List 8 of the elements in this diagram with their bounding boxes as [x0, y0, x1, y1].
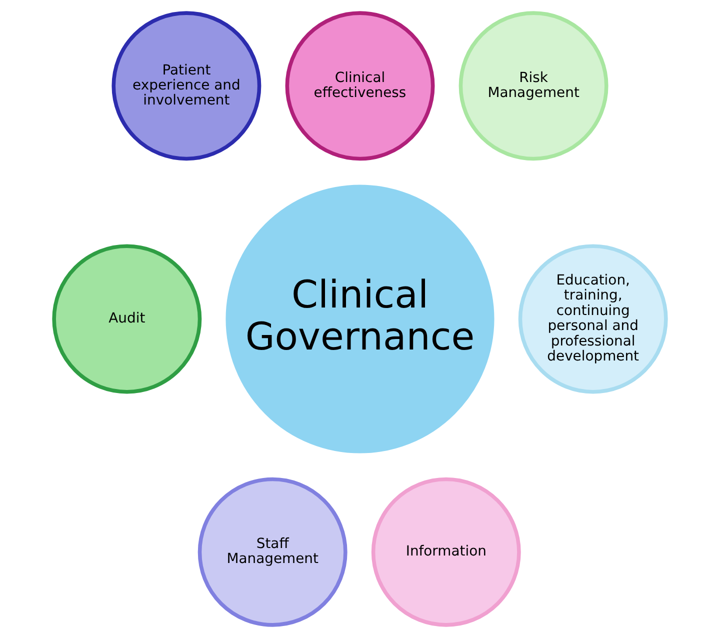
node-circle: Information [371, 477, 521, 627]
node-circle: Audit [52, 244, 202, 394]
node-circle: Clinical Governance [226, 184, 494, 454]
node-circle: Risk Management [458, 11, 608, 161]
node-circle: Clinical effectiveness [285, 11, 435, 161]
node-circle: Staff Management [198, 477, 348, 627]
node-circle: Education, training, continuing personal and professional development [518, 244, 668, 394]
node-circle: Patient experience and involvement [112, 11, 262, 161]
